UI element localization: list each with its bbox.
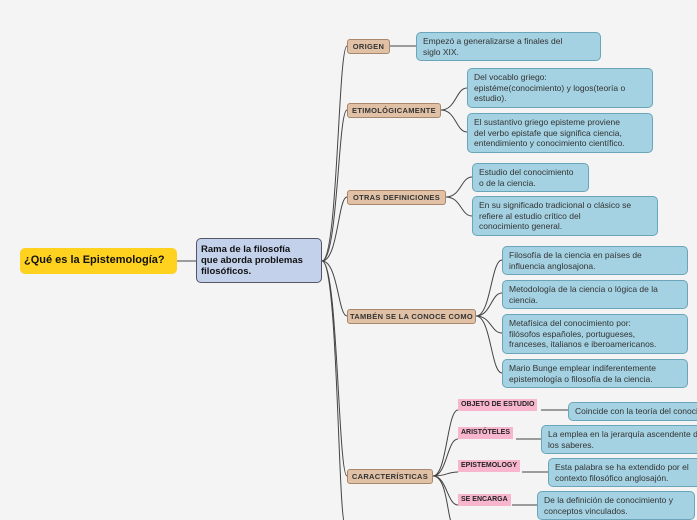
leaf-text: En su significado tradicional o clásico … [479,200,632,210]
main-topic-line: filosóficos. [201,266,252,277]
leaf-objeto-de-estudio[interactable]: Coincide con la teoría del conocimiento. [568,402,697,421]
leaf-significado-tradicional[interactable]: En su significado tradicional o clásico … [472,196,658,236]
leaf-text: siglo XIX. [423,46,459,57]
leaf-text: conceptos vinculados. [544,505,628,516]
leaf-metodologia[interactable]: Metodología de la ciencia o lógica de la… [502,280,688,309]
category-tambien-se-la-conoce-como[interactable]: TAMBÉN SE LA CONOCE COMO [347,309,476,324]
leaf-metafisica[interactable]: Metafísica del conocimiento por: filósof… [502,314,688,354]
main-topic[interactable]: Rama de la filosofía que aborda problema… [196,238,322,283]
leaf-text: epistéme(conocimiento) y logos(teoría o [474,82,626,93]
leaf-text: entendimiento y conocimiento científico. [474,138,625,148]
characteristic-label-objeto-de-estudio[interactable]: OBJETO DE ESTUDIO [458,399,538,411]
leaf-etimologia-sustantivo[interactable]: El sustantivo griego episteme proviene d… [467,113,653,153]
leaf-text: Esta palabra se ha extendido por el [555,462,689,472]
leaf-estudio-conocimiento[interactable]: Estudio del conocimiento o de la ciencia… [472,163,589,192]
leaf-text: epistemología o filosofía de la ciencia. [509,373,653,384]
leaf-text: De la definición de conocimiento y [544,495,673,505]
leaf-text: Filosofía de la ciencia en países de [509,250,642,260]
characteristic-label-epistemology[interactable]: EPISTEMOLOGY [458,460,521,472]
leaf-filosofia-ciencia[interactable]: Filosofía de la ciencia en países de inf… [502,246,688,275]
leaf-text: o de la ciencia. [479,177,536,188]
leaf-text: ciencia. [509,294,538,305]
leaf-etimologia-vocablo[interactable]: Del vocablo griego: epistéme(conocimient… [467,68,653,108]
leaf-mario-bunge[interactable]: Mario Bunge emplear indiferentemente epi… [502,359,688,388]
leaf-text: Del vocablo griego: [474,72,547,82]
leaf-epistemology[interactable]: Esta palabra se ha extendido por el cont… [548,458,697,487]
leaf-text: los saberes. [548,439,594,450]
leaf-text: contexto filosófico anglosajón. [555,472,669,483]
leaf-text: Coincide con la teoría del conocimiento. [575,406,697,416]
leaf-se-encarga[interactable]: De la definición de conocimiento y conce… [537,491,695,520]
leaf-text: estudio). [474,93,507,103]
root-topic[interactable]: ¿Qué es la Epistemología? [20,248,177,274]
leaf-origen[interactable]: Empezó a generalizarse a finales del sig… [416,32,601,61]
leaf-text: franceses, italianos e iberoamericanos. [509,339,657,349]
category-etimologicamente[interactable]: ETIMOLÓGICAMENTE [347,103,441,118]
main-topic-line: Rama de la filosofía [201,244,291,255]
category-otras-definiciones[interactable]: OTRAS DEFINICIONES [347,190,446,205]
leaf-text: filósofos españoles, portugueses, [509,328,636,339]
category-caracteristicas[interactable]: CARACTERÍSTICAS [347,469,433,484]
leaf-text: Metafísica del conocimiento por: [509,318,631,328]
leaf-text: refiere al estudio crítico del [479,210,581,221]
leaf-text: Empezó a generalizarse a finales del [423,36,563,46]
leaf-text: del verbo epistafe que significa ciencia… [474,127,622,138]
leaf-text: Estudio del conocimiento [479,167,574,177]
leaf-text: Mario Bunge emplear indiferentemente [509,363,656,373]
characteristic-label-aristoteles[interactable]: ARISTÓTELES [458,427,514,439]
leaf-text: Metodología de la ciencia o lógica de la [509,284,658,294]
leaf-text: conocimiento general. [479,221,563,231]
leaf-text: El sustantivo griego episteme proviene [474,117,620,127]
main-topic-line: que aborda problemas [201,255,303,266]
leaf-text: influencia anglosajona. [509,260,596,271]
leaf-text: La emplea en la jerarquía ascendente de [548,429,697,439]
characteristic-label-se-encarga[interactable]: SE ENCARGA [458,494,511,506]
leaf-aristoteles[interactable]: La emplea en la jerarquía ascendente de … [541,425,697,454]
category-origen[interactable]: ORIGEN [347,39,390,54]
